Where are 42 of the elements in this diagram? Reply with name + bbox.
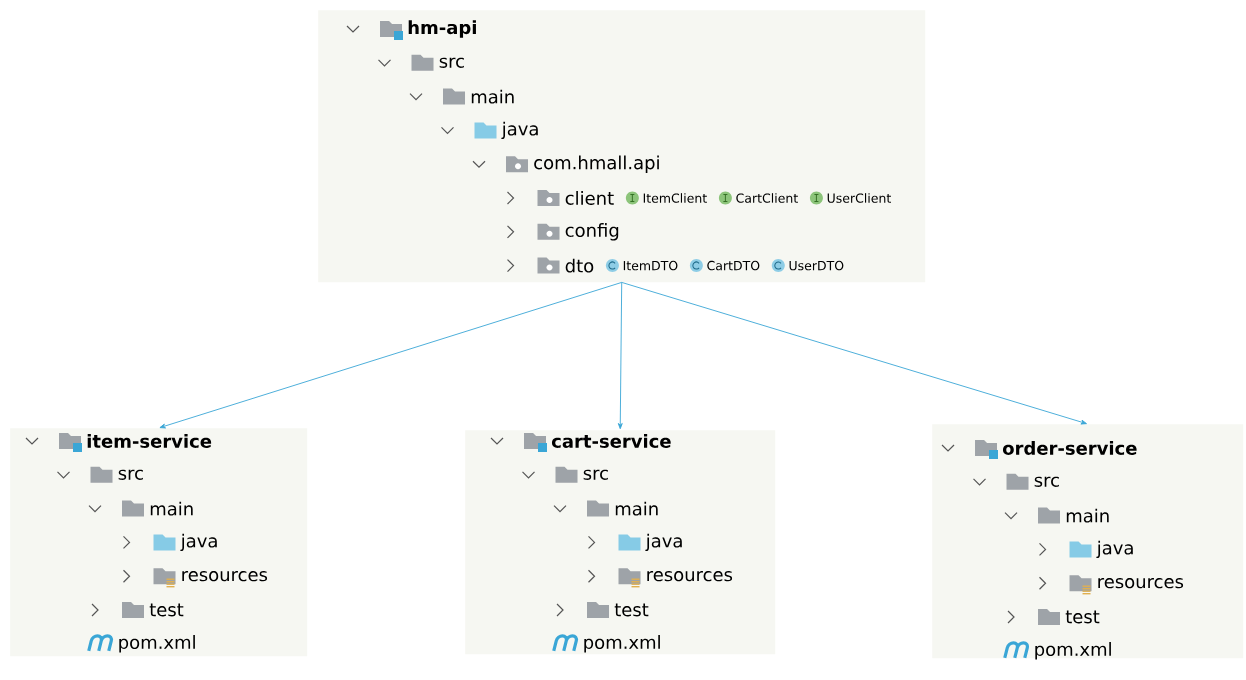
- folder-name: test: [149, 603, 184, 617]
- folder-name: java: [1096, 540, 1133, 559]
- arrow: [621, 281, 1087, 425]
- class-name: UserClient: [827, 193, 891, 203]
- file-name: pom.xml: [1035, 642, 1111, 660]
- folder-name: client: [565, 191, 614, 205]
- project-name: cart-service: [552, 434, 671, 448]
- folder-name: test: [614, 603, 649, 617]
- class-name: ItemClient: [643, 193, 707, 203]
- folder-name: resources: [647, 571, 733, 582]
- class-name: UserDTO: [789, 260, 844, 271]
- folder-name: src: [439, 57, 464, 68]
- project-name: item-service: [87, 434, 212, 448]
- folder-name: dto: [565, 258, 594, 273]
- file-name: pom.xml: [119, 635, 195, 653]
- file-tree-panel: [465, 430, 776, 655]
- arrow: [159, 281, 623, 429]
- file-tree-panel: [10, 428, 308, 657]
- project-name: hm-api: [408, 20, 476, 38]
- folder-name: main: [1066, 508, 1109, 523]
- class-name: ItemDTO: [623, 260, 678, 271]
- arrow: [617, 281, 623, 430]
- folder-name: main: [150, 501, 193, 516]
- folder-name: test: [1065, 610, 1100, 624]
- project-name: order-service: [1003, 441, 1137, 455]
- folder-name: main: [615, 501, 658, 516]
- folder-name: resources: [1098, 578, 1184, 589]
- folder-name: java: [501, 121, 538, 140]
- file-name: pom.xml: [584, 635, 660, 653]
- folder-name: src: [118, 469, 143, 480]
- file-tree-panel: [932, 424, 1244, 660]
- class-name: CartDTO: [707, 260, 760, 271]
- folder-name: java: [645, 533, 682, 552]
- folder-name: main: [471, 89, 514, 104]
- folder-name: src: [583, 469, 608, 480]
- folder-name: resources: [182, 571, 268, 582]
- folder-name: src: [1034, 476, 1059, 487]
- class-name: CartClient: [736, 193, 798, 203]
- folder-name: com.hmall.api: [534, 155, 659, 173]
- file-tree-panel: [318, 10, 926, 283]
- folder-name: config: [565, 223, 619, 241]
- folder-name: java: [180, 533, 217, 552]
